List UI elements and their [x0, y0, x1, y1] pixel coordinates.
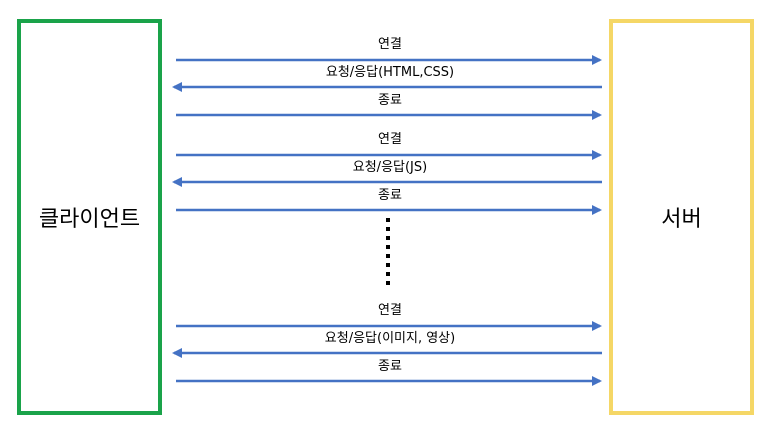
label-close-2: 종료	[378, 188, 402, 203]
label-connect-2: 연결	[378, 132, 402, 147]
dot	[386, 263, 390, 267]
dot	[386, 245, 390, 249]
label-connect-3: 연결	[378, 303, 402, 318]
server-label: 서버	[661, 207, 702, 232]
dot	[386, 254, 390, 258]
label-request-2: 요청/응답(JS)	[352, 160, 428, 175]
label-close-3: 종료	[378, 359, 402, 374]
label-connect-1: 연결	[378, 37, 402, 52]
dot	[386, 272, 390, 276]
dot	[386, 218, 390, 222]
dot	[386, 227, 390, 231]
dot	[386, 281, 390, 285]
label-close-1: 종료	[378, 93, 402, 108]
client-box: 클라이언트	[17, 19, 162, 415]
label-request-1: 요청/응답(HTML,CSS)	[325, 65, 455, 80]
dot	[386, 236, 390, 240]
server-box: 서버	[609, 19, 754, 415]
label-request-3: 요청/응답(이미지, 영상)	[324, 331, 456, 346]
client-label: 클라이언트	[38, 207, 141, 232]
